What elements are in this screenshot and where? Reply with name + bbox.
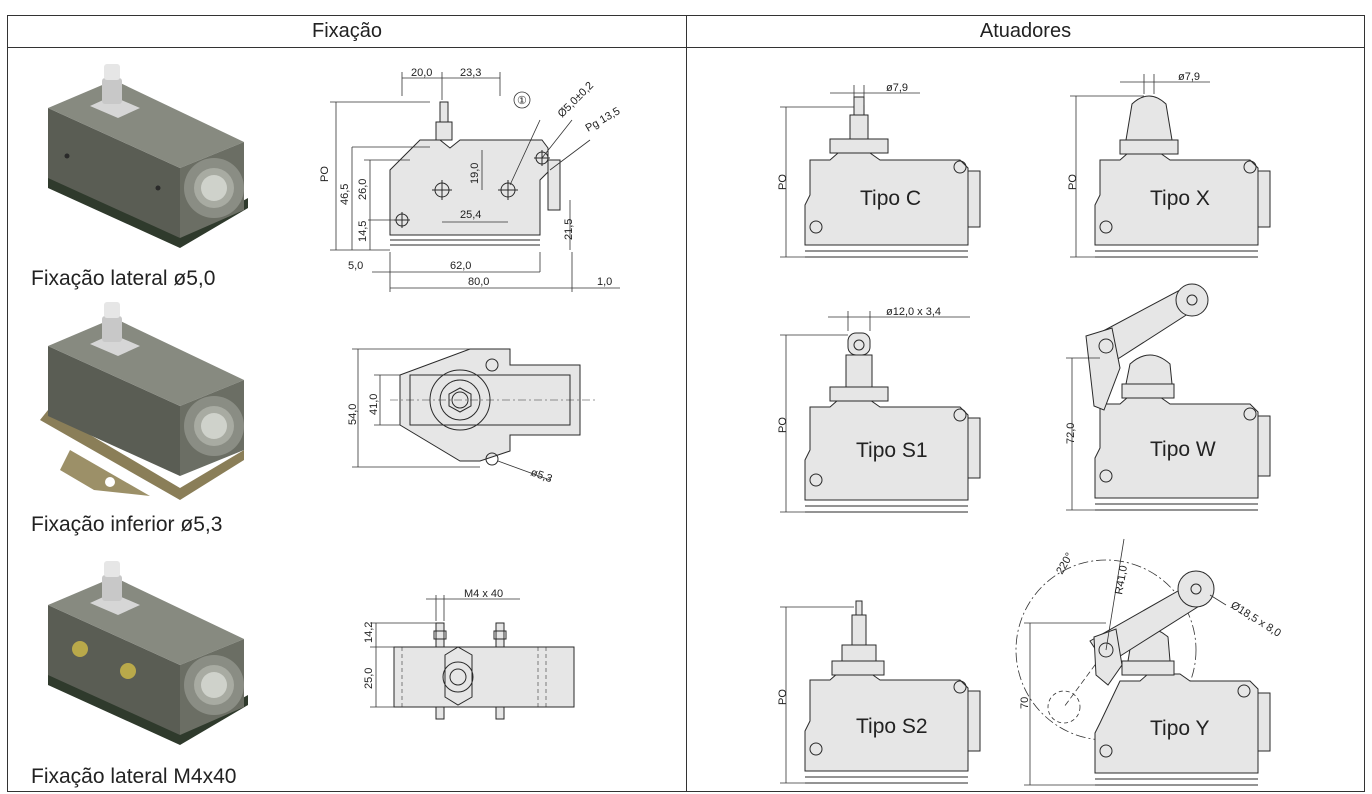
dim-21-5: 21,5 [563,219,575,240]
actuator-y-radius: R41,0 [1113,565,1130,596]
header-actuators: Atuadores [979,20,1072,42]
actuator-c-po: PO [777,174,789,190]
dim-top-a: 20,0 [411,67,432,79]
actuator-y-height: 70 [1019,697,1031,709]
dim-14-2: 14,2 [363,622,375,643]
dim-19: 19,0 [469,163,481,184]
header-fixing: Fixação [311,20,383,42]
actuator-s2-po: PO [777,689,789,705]
dim-width-62: 62,0 [450,260,471,272]
dim-height-hole: 14,5 [357,221,369,242]
dim-po: PO [319,166,331,182]
actuator-tipo-y: 70 220° R41,0 Ø18,5 x 8,0 Tipo Y [1015,538,1283,786]
dim-left-offset: 5,0 [348,260,363,272]
actuator-tipo-x: ø7,9 PO Tipo X [1067,71,1271,258]
switch-render-side-mount [48,64,248,248]
actuator-tipo-s1: ø12,0 x 3,4 PO Tipo S1 [777,306,981,513]
dim-thread: Pg 13,5 [584,105,623,134]
caption-m4-mount: Fixação lateral M4x40 [31,765,237,788]
switch-render-bottom-mount [40,302,244,500]
dim-width-80: 80,0 [468,276,489,288]
actuator-s2-label: Tipo S2 [856,715,928,738]
dim-hole-53: ø5,3 [529,467,554,486]
actuator-y-label: Tipo Y [1150,717,1210,740]
actuator-tipo-c: ø7,9 PO Tipo C [777,82,981,258]
actuator-y-angle: 220° [1054,551,1076,577]
dim-top-b: 23,3 [460,67,481,79]
switch-render-m4-mount [48,561,248,745]
dim-25-4: 25,4 [460,209,481,221]
dim-41: 41,0 [368,394,380,415]
drawing-side-mount: ① 20,0 23,3 Ø5,0±0,2 Pg 13,5 PO 46,5 26,… [319,67,623,292]
caption-side-mount: Fixação lateral ø5,0 [31,267,216,290]
actuator-x-dim: ø7,9 [1178,71,1200,83]
dim-right-offset: 1,0 [597,276,612,288]
dim-callout: ① [517,95,527,107]
dim-screw: M4 x 40 [464,588,503,600]
dim-25: 25,0 [363,668,375,689]
actuator-tipo-w: 72,0 Tipo W [1065,283,1271,511]
actuator-x-label: Tipo X [1150,187,1210,210]
actuator-c-label: Tipo C [860,187,921,210]
dim-height-body: 26,0 [357,179,369,200]
drawing-m4-mount: M4 x 40 14,2 25,0 [363,588,575,720]
actuator-s1-dim: ø12,0 x 3,4 [886,306,941,318]
actuator-w-height: 72,0 [1065,423,1077,444]
actuator-s1-po: PO [777,417,789,433]
actuator-x-po: PO [1067,174,1079,190]
drawing-bottom-mount: 54,0 41,0 ø5,3 [347,348,595,486]
caption-bottom-mount: Fixação inferior ø5,3 [31,513,223,536]
actuator-tipo-s2: PO Tipo S2 [777,600,981,784]
dim-height-total: 46,5 [339,184,351,205]
actuator-s1-label: Tipo S1 [856,439,928,462]
actuator-y-roller: Ø18,5 x 8,0 [1228,599,1283,639]
dim-hole-diameter: Ø5,0±0,2 [556,80,596,120]
actuator-c-dim: ø7,9 [886,82,908,94]
actuator-w-label: Tipo W [1150,438,1216,461]
dim-54: 54,0 [347,404,359,425]
